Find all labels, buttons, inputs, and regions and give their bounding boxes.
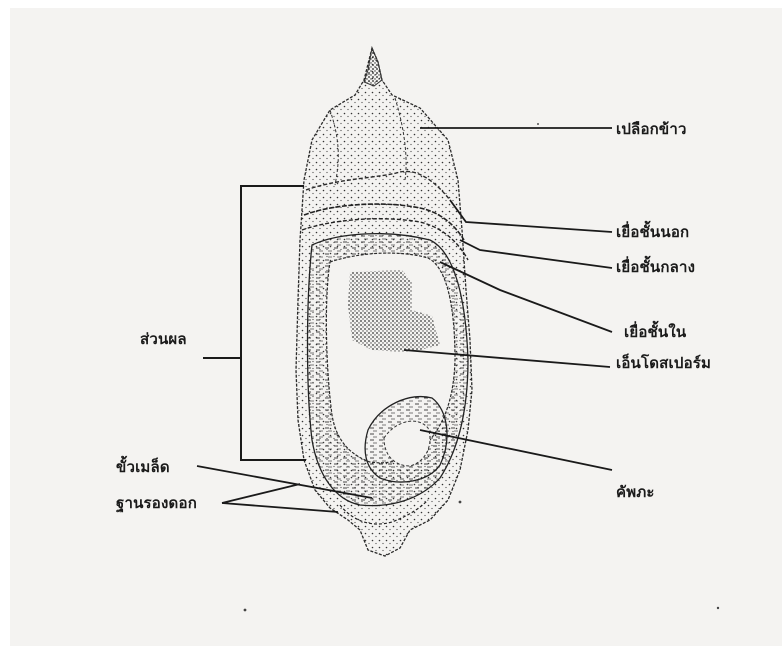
label-husk: เปลือกข้าว bbox=[616, 120, 687, 138]
label-fruit-part: ส่วนผล bbox=[140, 330, 187, 348]
label-endosperm: เอ็นโดสเปอร์ม bbox=[616, 354, 711, 372]
scan-speck bbox=[244, 609, 247, 612]
label-flower-base: ฐานรองดอก bbox=[116, 494, 197, 512]
fruit-part-bracket bbox=[241, 186, 306, 460]
leader-flower-base-2 bbox=[222, 484, 300, 503]
leader-outer-membrane bbox=[450, 200, 612, 232]
label-middle-membrane: เยื่อชั้นกลาง bbox=[616, 258, 695, 276]
scan-speck bbox=[459, 501, 462, 504]
label-seed-stalk: ขั้วเมล็ด bbox=[116, 458, 170, 476]
label-inner-membrane: เยื่อชั้นใน bbox=[624, 323, 686, 341]
leader-flower-base-1 bbox=[222, 503, 338, 512]
label-outer-membrane: เยื่อชั้นนอก bbox=[616, 223, 689, 241]
leader-middle-membrane bbox=[460, 240, 612, 268]
label-embryo: คัพภะ bbox=[616, 483, 655, 501]
scan-speck bbox=[537, 123, 539, 125]
scan-speck bbox=[717, 607, 719, 609]
